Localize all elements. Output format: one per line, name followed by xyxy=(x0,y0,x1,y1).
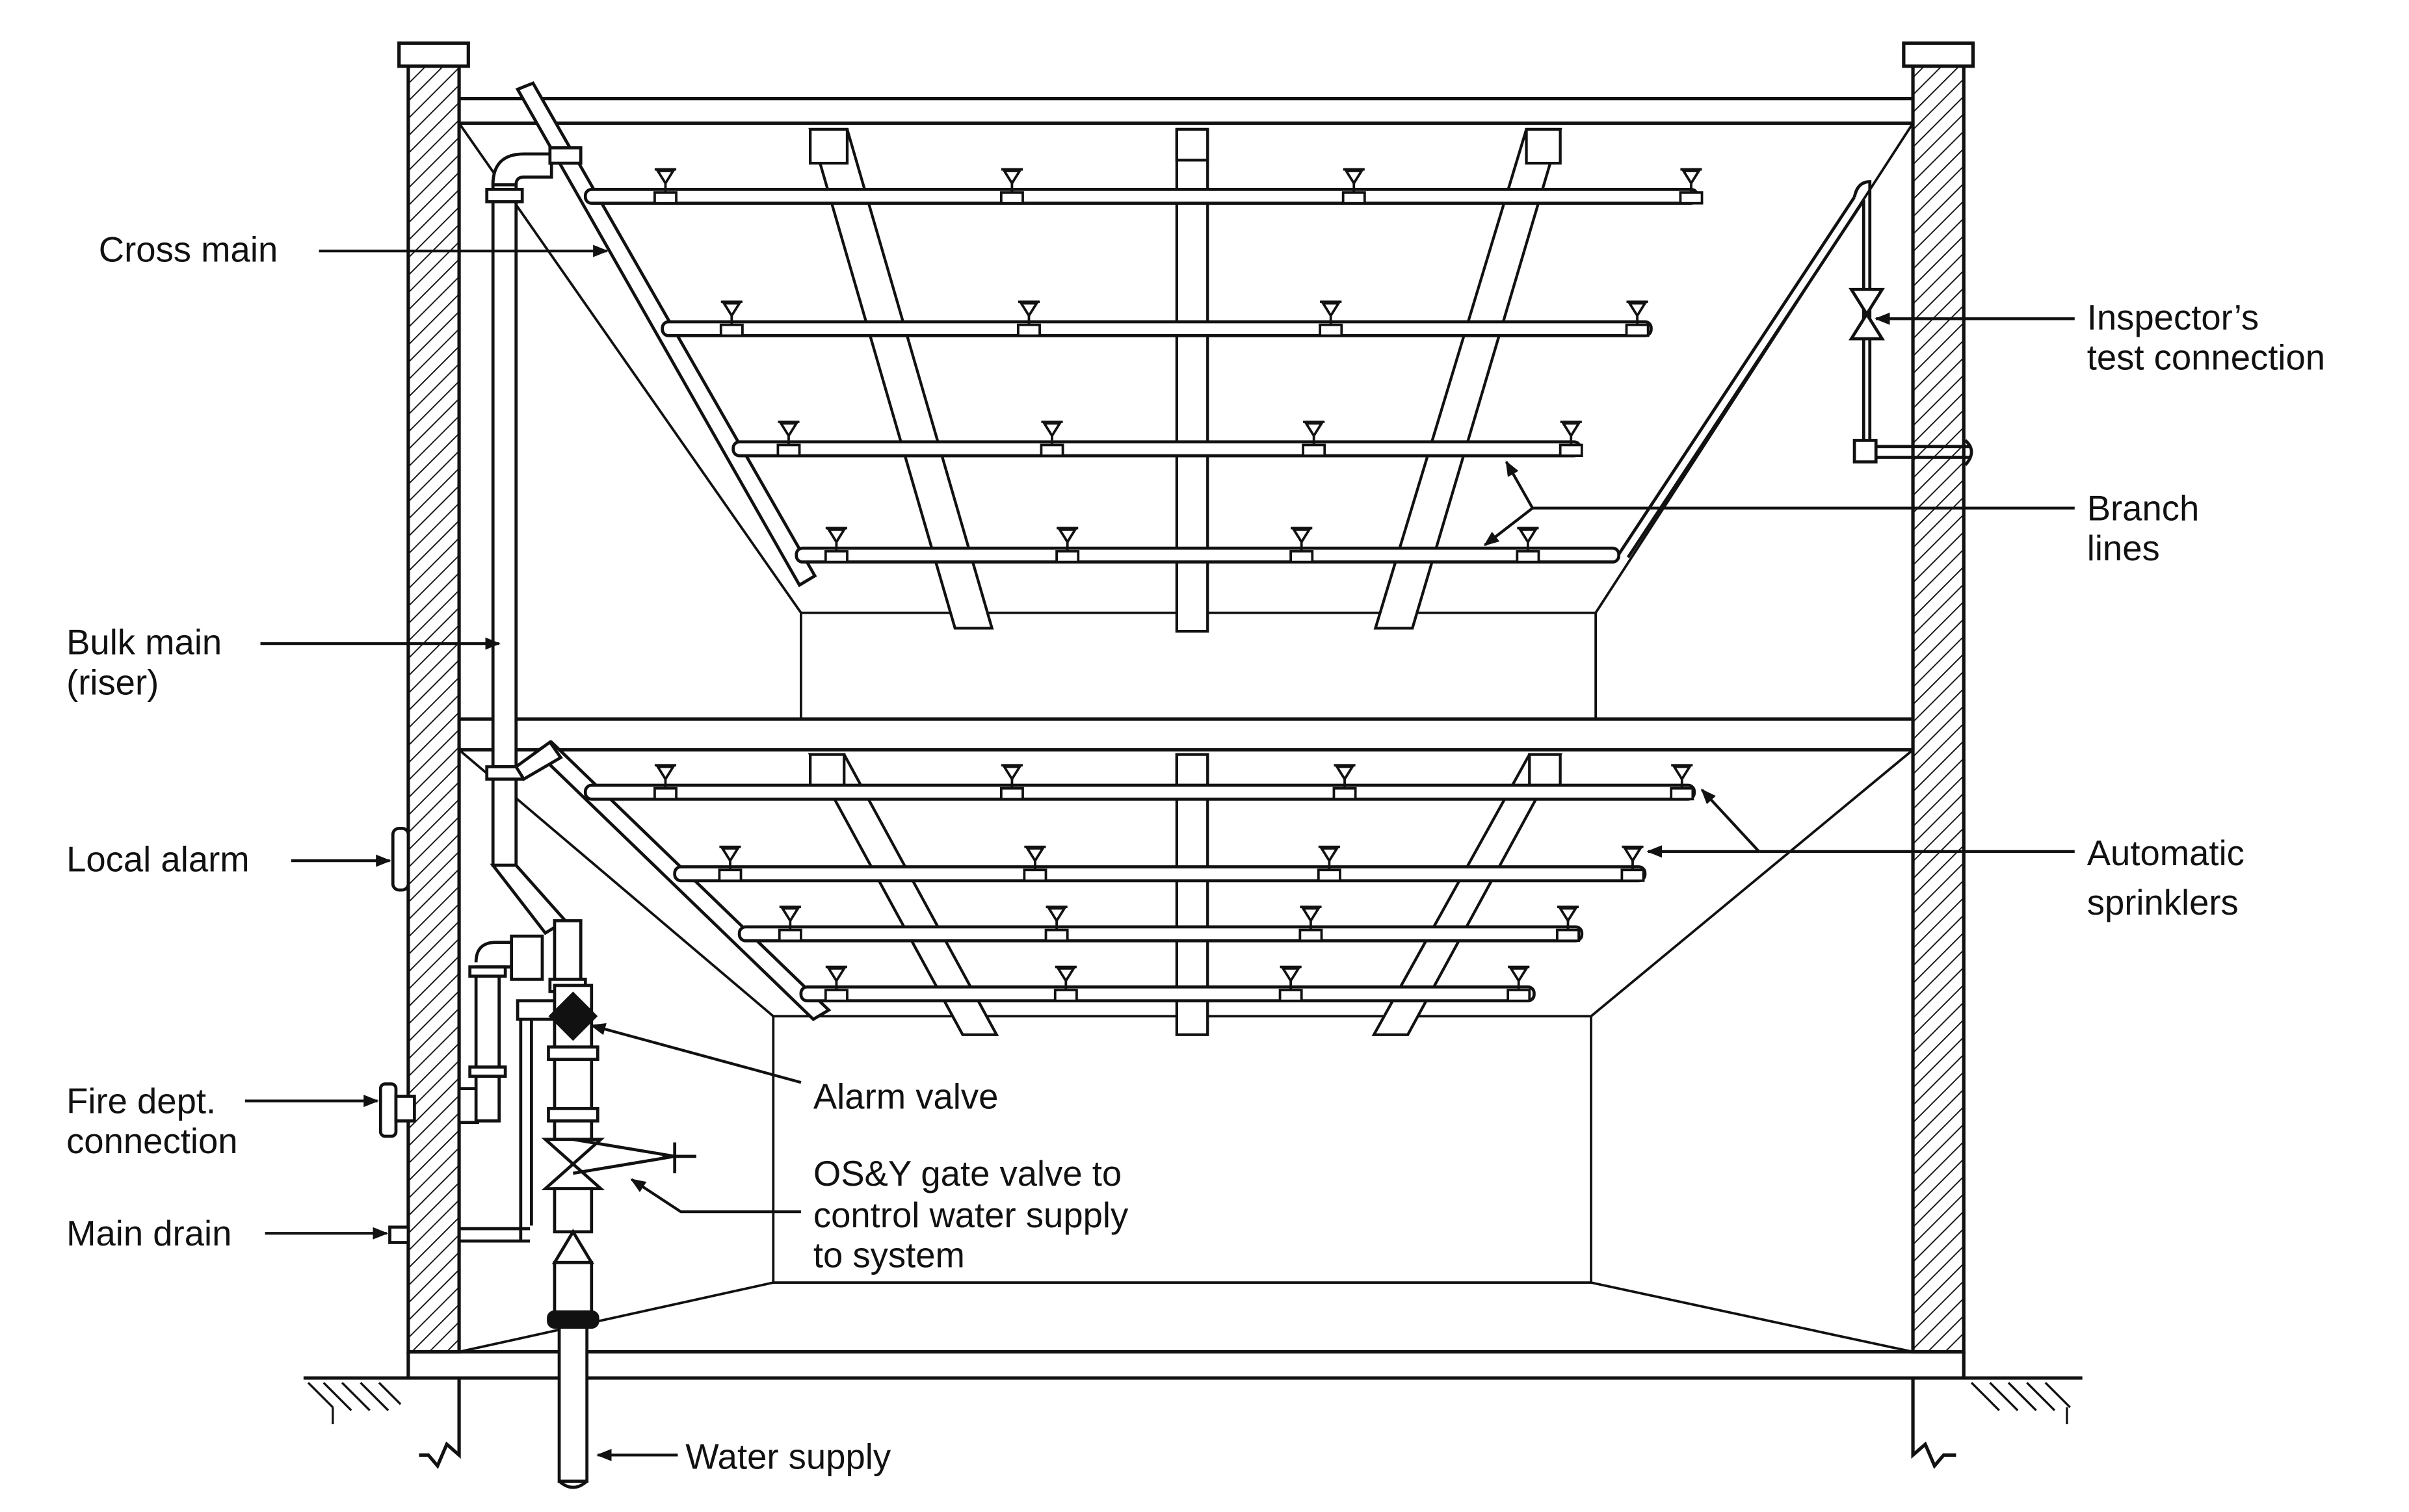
label-automatic-sprinklers: sprinklers xyxy=(2087,883,2239,922)
upper-branch-lines xyxy=(583,187,1699,564)
building-structure xyxy=(303,41,2083,1469)
label-fire-dept: Fire dept. xyxy=(66,1082,216,1121)
label-inspector-test-connection: test connection xyxy=(2087,337,2325,377)
lower-ceiling-beams xyxy=(808,753,1563,1036)
inspectors-test-valve xyxy=(1849,287,1885,341)
labels: Cross main Bulk main (riser) Local alarm… xyxy=(66,230,2325,1477)
leader-lines xyxy=(244,244,2075,1461)
roof-slab xyxy=(459,96,1914,125)
floor-slab xyxy=(459,717,1914,752)
fire-dept-connection xyxy=(378,934,544,1138)
label-branch-lines: lines xyxy=(2087,528,2160,568)
ground-floor-slab xyxy=(303,1350,2083,1469)
local-alarm-bell xyxy=(391,826,410,892)
ground-hatching xyxy=(307,1381,2071,1424)
label-inspector: Inspector’s xyxy=(2087,298,2259,337)
label-main-drain: Main drain xyxy=(66,1214,231,1253)
lower-branch-lines xyxy=(583,783,1696,1002)
label-bulk-main: Bulk main xyxy=(66,623,222,662)
left-wall xyxy=(397,41,470,1354)
label-osy-line-2: control water supply xyxy=(813,1195,1129,1235)
inspectors-test-pipe xyxy=(1617,180,1973,558)
upper-ceiling-beams xyxy=(808,127,1562,633)
main-drain-pipe xyxy=(388,999,557,1244)
label-fire-dept-connection: connection xyxy=(66,1121,237,1161)
bulk-main-riser xyxy=(485,152,587,993)
label-branch: Branch xyxy=(2087,489,2200,528)
label-water-supply: Water supply xyxy=(685,1437,891,1477)
label-local-alarm: Local alarm xyxy=(66,840,250,880)
water-supply-pipe xyxy=(557,1325,589,1489)
right-wall xyxy=(1902,41,1975,1354)
osy-gate-valve xyxy=(541,1138,696,1329)
label-bulk-main-riser: (riser) xyxy=(66,662,159,702)
label-cross-main: Cross main xyxy=(99,230,278,270)
label-automatic: Automatic xyxy=(2087,833,2244,873)
label-osy-line-1: OS&Y gate valve to xyxy=(813,1154,1122,1193)
label-alarm-valve: Alarm valve xyxy=(813,1076,999,1116)
alarm-valve-diamond xyxy=(548,991,598,1041)
label-osy-line-3: to system xyxy=(813,1235,965,1275)
